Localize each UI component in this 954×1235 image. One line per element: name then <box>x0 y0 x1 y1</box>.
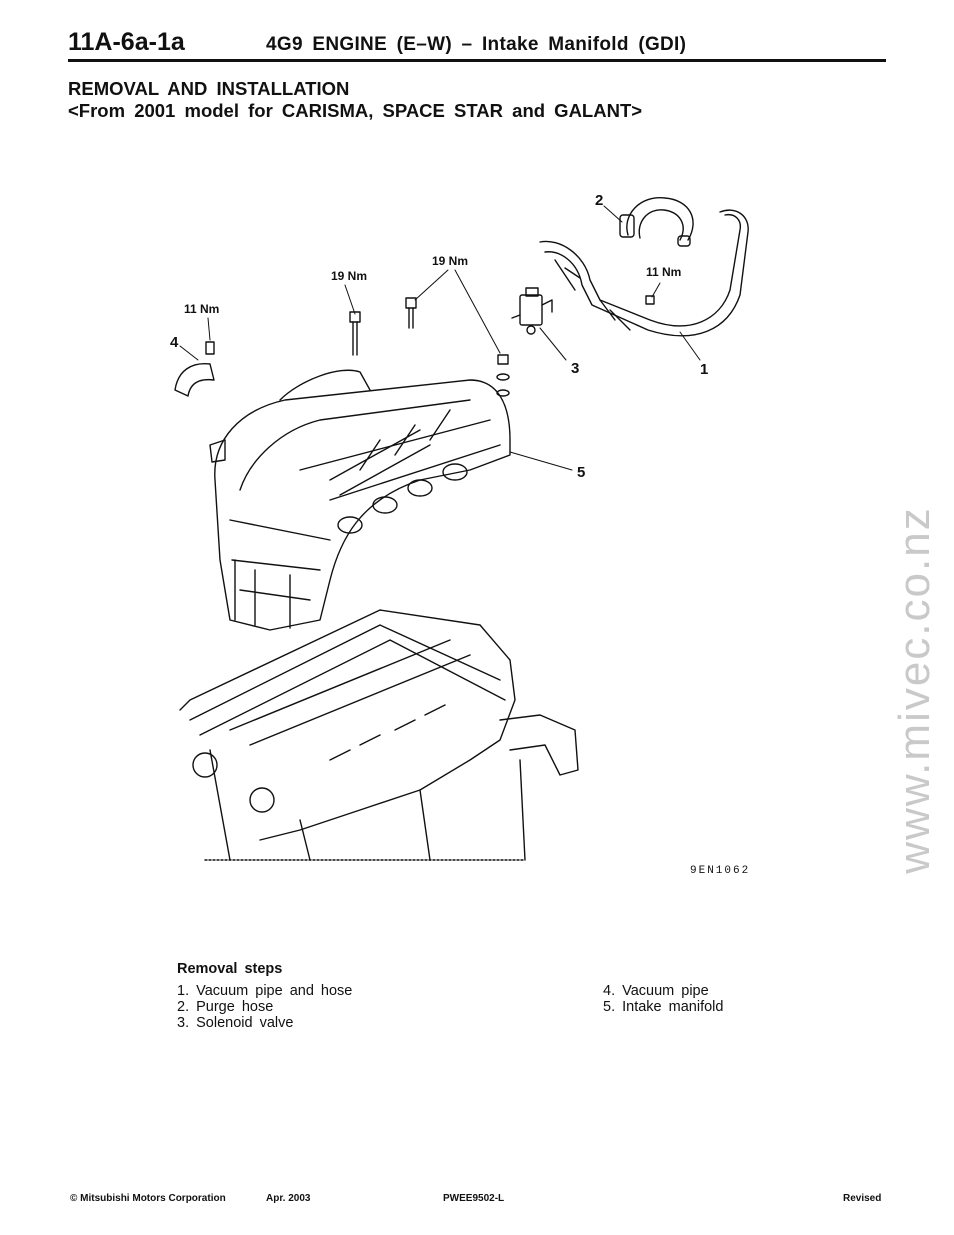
vacuum-pipe-drawing <box>539 209 749 337</box>
removal-steps-left: 1. Vacuum pipe and hose 2. Purge hose 3.… <box>177 983 352 1031</box>
header-rule <box>68 59 886 62</box>
purge-hose-drawing <box>619 197 694 247</box>
callout-1: 1 <box>700 361 708 378</box>
removal-step: 1. Vacuum pipe and hose <box>177 983 353 999</box>
diagram-code: 9EN1062 <box>690 865 751 877</box>
page-number: 11A-6a-1a <box>68 28 185 56</box>
bolts-drawing <box>349 297 510 397</box>
section-title: REMOVAL AND INSTALLATION <From 2001 mode… <box>68 78 642 122</box>
watermark-text: www.mivec.co.nz <box>890 506 939 874</box>
callout-4: 4 <box>170 334 179 351</box>
vacuum-pipe-4-drawing <box>174 341 215 397</box>
torque-label-vacuum-pipe-4: 11 Nm <box>184 302 219 316</box>
intake-manifold-drawing <box>209 369 511 631</box>
removal-step: 5. Intake manifold <box>603 999 724 1015</box>
removal-steps-heading: Removal steps <box>177 961 283 977</box>
footer-status: Revised <box>843 1193 882 1204</box>
footer-date: Apr. 2003 <box>266 1193 311 1204</box>
callout-3: 3 <box>571 360 579 377</box>
removal-steps-right: 4. Vacuum pipe 5. Intake manifold <box>603 983 723 1015</box>
removal-step: 2. Purge hose <box>177 999 274 1015</box>
engine-block-drawing <box>179 609 579 861</box>
section-title-line2: <From 2001 model for CARISMA, SPACE STAR… <box>68 100 643 121</box>
footer-copyright: © Mitsubishi Motors Corporation <box>70 1193 226 1204</box>
solenoid-valve-drawing <box>511 287 553 335</box>
leader-lines <box>179 205 701 471</box>
removal-step: 4. Vacuum pipe <box>603 983 709 999</box>
removal-step: 3. Solenoid valve <box>177 1015 294 1031</box>
intake-manifold-diagram: 1 2 3 4 5 11 Nm 19 Nm 19 Nm 11 Nm <box>170 192 749 861</box>
section-title-line1: REMOVAL AND INSTALLATION <box>68 78 350 99</box>
torque-label-vacuum-pipe: 11 Nm <box>646 265 681 279</box>
callout-2: 2 <box>595 192 603 209</box>
watermark: www.mivec.co.nz <box>890 470 939 910</box>
page-header-title: 4G9 ENGINE (E–W) – Intake Manifold (GDI) <box>266 34 687 55</box>
callout-5: 5 <box>577 464 585 481</box>
torque-label-manifold-bolt: 19 Nm <box>331 269 367 283</box>
footer-document-code: PWEE9502-L <box>443 1193 505 1204</box>
torque-label-manifold-nut: 19 Nm <box>432 254 468 268</box>
